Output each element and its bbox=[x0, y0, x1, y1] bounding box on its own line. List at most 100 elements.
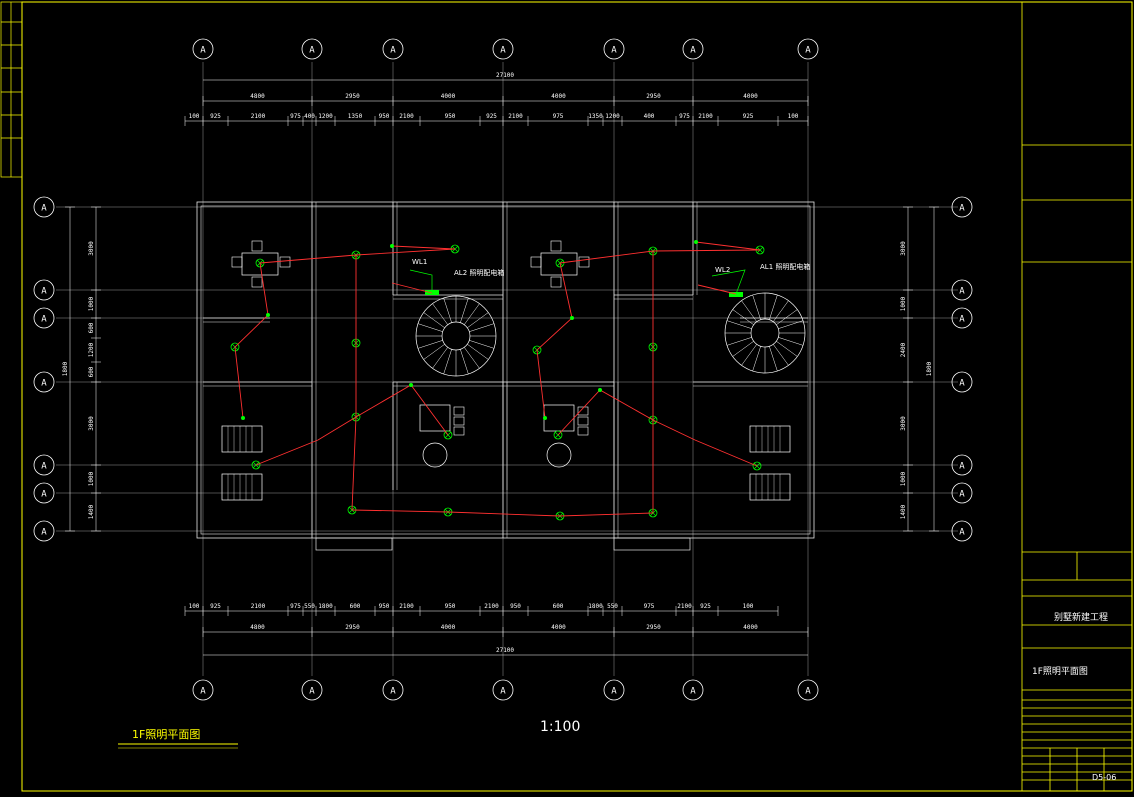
axis-bubble-right bbox=[951, 454, 973, 476]
dim-left-text: 1000 bbox=[88, 471, 95, 486]
dining-table-right-chair bbox=[530, 256, 542, 268]
axis-bubble-right bbox=[951, 520, 973, 542]
spiral-stair-right-tread bbox=[752, 346, 761, 372]
spiral-stair-right-tread bbox=[773, 344, 789, 366]
spiral-stair-left-tread bbox=[417, 323, 443, 332]
dim-bottom-1-text: 975 bbox=[290, 603, 301, 610]
living-set-right bbox=[543, 404, 589, 468]
axis-bubble-bottom-label: A bbox=[200, 687, 206, 697]
axis-bubble-left-label: A bbox=[41, 490, 47, 500]
circuit-label-2: WL2 bbox=[715, 266, 731, 274]
light-switch-icon bbox=[543, 416, 547, 420]
dim-left-text: 3000 bbox=[88, 241, 95, 256]
spiral-stair-left-tread bbox=[443, 297, 452, 323]
living-set-left-coffee-table bbox=[419, 404, 451, 432]
outer-wall-inner bbox=[200, 205, 811, 535]
living-set-left-seat bbox=[453, 426, 465, 436]
axis-bubble-top bbox=[797, 38, 819, 60]
dim-bottom-1-text: 2100 bbox=[484, 603, 499, 610]
axis-bubble-top bbox=[301, 38, 323, 60]
axis-bubble-right-label: A bbox=[959, 287, 965, 297]
dim-bottom-1-text: 925 bbox=[210, 603, 221, 610]
dim-left-text: 1000 bbox=[88, 296, 95, 311]
bed-right-1 bbox=[749, 425, 791, 453]
binding-strip bbox=[0, 1, 23, 178]
distribution-panel-right bbox=[729, 292, 743, 297]
dim-top-2-text: 925 bbox=[210, 113, 221, 120]
axis-bubble-left-label: A bbox=[41, 528, 47, 538]
axis-bubble-right bbox=[951, 196, 973, 218]
drawing-scale: 1:100 bbox=[540, 719, 581, 735]
axis-bubble-top bbox=[682, 38, 704, 60]
axis-bubble-top-label: A bbox=[200, 46, 206, 56]
spiral-stair-left-tread bbox=[469, 323, 495, 332]
dim-bottom-1-text: 600 bbox=[350, 603, 361, 610]
axis-bubble-right bbox=[951, 371, 973, 393]
axis-bubble-left-label: A bbox=[41, 462, 47, 472]
axis-bubble-left bbox=[33, 307, 55, 329]
spiral-stair-right-tread bbox=[773, 300, 789, 322]
axis-bubble-right-label: A bbox=[959, 204, 965, 214]
axis-bubble-top bbox=[192, 38, 214, 60]
dim-left-text: 1200 bbox=[88, 342, 95, 357]
dining-table-left-chair bbox=[279, 256, 291, 268]
dim-top-2-text: 975 bbox=[553, 113, 564, 120]
dim-top-2-text: 2100 bbox=[251, 113, 266, 120]
dim-top-1-text: 4800 bbox=[250, 93, 265, 100]
axis-bubble-right bbox=[951, 279, 973, 301]
dim-right-text: 3000 bbox=[900, 241, 907, 256]
spiral-stair-right-tread bbox=[732, 309, 754, 325]
panel-feed-left bbox=[409, 269, 433, 293]
dim-left-text: 600 bbox=[88, 366, 95, 377]
spiral-stair-right-tread bbox=[726, 337, 752, 346]
axis-bubble-bottom-label: A bbox=[500, 687, 506, 697]
dim-top-1-text: 2950 bbox=[345, 93, 360, 100]
spiral-stair-left-tread bbox=[432, 303, 448, 325]
axis-bubble-left bbox=[33, 371, 55, 393]
dining-table-left-chair bbox=[251, 276, 263, 288]
axis-bubble-left bbox=[33, 482, 55, 504]
light-ring bbox=[752, 461, 762, 471]
living-set-right-seat bbox=[577, 416, 589, 426]
living-set-right-coffee-table bbox=[543, 404, 575, 432]
dim-top-1-text: 4000 bbox=[743, 93, 758, 100]
dining-table-right-chair bbox=[550, 276, 562, 288]
bed-right-2 bbox=[749, 473, 791, 501]
lighting-circuit bbox=[259, 245, 456, 264]
dim-top-2-text: 100 bbox=[189, 113, 200, 120]
lighting-circuit bbox=[391, 282, 433, 294]
light-ring bbox=[532, 345, 542, 355]
light-ring bbox=[443, 430, 453, 440]
dim-top-2-text: 1200 bbox=[605, 113, 620, 120]
axis-bubble-bottom-label: A bbox=[309, 687, 315, 697]
dim-bottom-1-text: 100 bbox=[189, 603, 200, 610]
lighting-circuit bbox=[351, 509, 654, 517]
lighting-circuit bbox=[255, 416, 357, 466]
dim-left-text: 600 bbox=[88, 322, 95, 333]
spiral-stair-left-tread bbox=[417, 340, 443, 349]
axis-bubble-bottom bbox=[603, 679, 625, 701]
lighting-circuit bbox=[234, 262, 269, 419]
spiral-stair-right-tread bbox=[741, 344, 757, 366]
axis-bubble-left bbox=[33, 454, 55, 476]
axis-bubble-top-label: A bbox=[390, 46, 396, 56]
dim-bottom-1-text: 925 bbox=[700, 603, 711, 610]
dim-right-text: 1400 bbox=[900, 504, 907, 519]
light-switch-icon bbox=[241, 416, 245, 420]
dim-right-text: 1000 bbox=[900, 471, 907, 486]
outer-wall bbox=[196, 201, 815, 539]
axis-bubble-bottom-label: A bbox=[390, 687, 396, 697]
dim-bottom-1-text: 2100 bbox=[251, 603, 266, 610]
living-set-right-rug bbox=[546, 442, 572, 468]
axis-bubble-bottom-label: A bbox=[611, 687, 617, 697]
axis-bubble-left-label: A bbox=[41, 287, 47, 297]
axis-bubble-left-label: A bbox=[41, 379, 47, 389]
axis-bubble-bottom bbox=[382, 679, 404, 701]
lighting-circuit bbox=[351, 255, 357, 511]
balcony-left bbox=[315, 537, 393, 551]
living-set-left-seat bbox=[453, 406, 465, 416]
dim-left-text: 3000 bbox=[88, 416, 95, 431]
balcony-right bbox=[613, 537, 691, 551]
lighting-circuit bbox=[557, 389, 654, 436]
axis-bubble-top-label: A bbox=[805, 46, 811, 56]
